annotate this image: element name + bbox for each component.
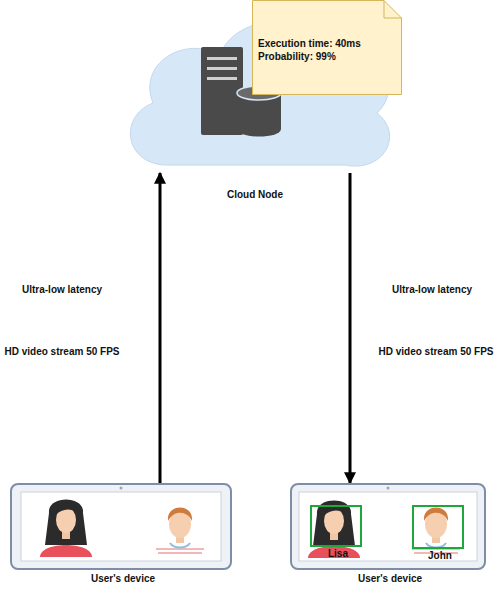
node-label: Lisa xyxy=(282,548,394,560)
note-text: Probability: 99% xyxy=(258,51,336,63)
camera-dot xyxy=(387,487,390,490)
note-fold xyxy=(384,1,402,19)
tablet-frame xyxy=(291,484,485,569)
node-label: Cloud Node xyxy=(85,189,425,201)
server-slot xyxy=(207,57,237,60)
user-device: User's device xyxy=(10,483,232,570)
server-tower xyxy=(201,47,243,135)
link-label: Ultra-low latency xyxy=(2,283,122,296)
link-label: HD video stream 50 FPS xyxy=(2,345,122,358)
user-device: User's deviceLisaJohn xyxy=(290,483,486,570)
camera-dot xyxy=(120,487,123,490)
man-figure xyxy=(156,508,204,554)
server-slot xyxy=(207,77,237,80)
server-slot xyxy=(207,67,237,70)
face-box: Lisa xyxy=(310,505,362,547)
link-label: Ultra-low latency xyxy=(372,283,492,296)
face-box: John xyxy=(412,505,464,549)
note-outline xyxy=(253,1,402,95)
man-figure xyxy=(412,508,460,554)
arrow-connector xyxy=(349,173,352,483)
node-label: User's device xyxy=(0,573,264,585)
node-label: John xyxy=(384,550,496,562)
note-box: Execution time: 40msProbability: 99% xyxy=(252,0,402,95)
arrow-connector xyxy=(159,173,162,483)
tablet-frame xyxy=(11,484,231,569)
note-text: Execution time: 40ms xyxy=(258,38,361,50)
node-label: User's device xyxy=(262,573,500,585)
link-label: HD video stream 50 FPS xyxy=(376,345,496,358)
woman-figure xyxy=(40,500,92,558)
tablet-screen xyxy=(21,492,221,561)
